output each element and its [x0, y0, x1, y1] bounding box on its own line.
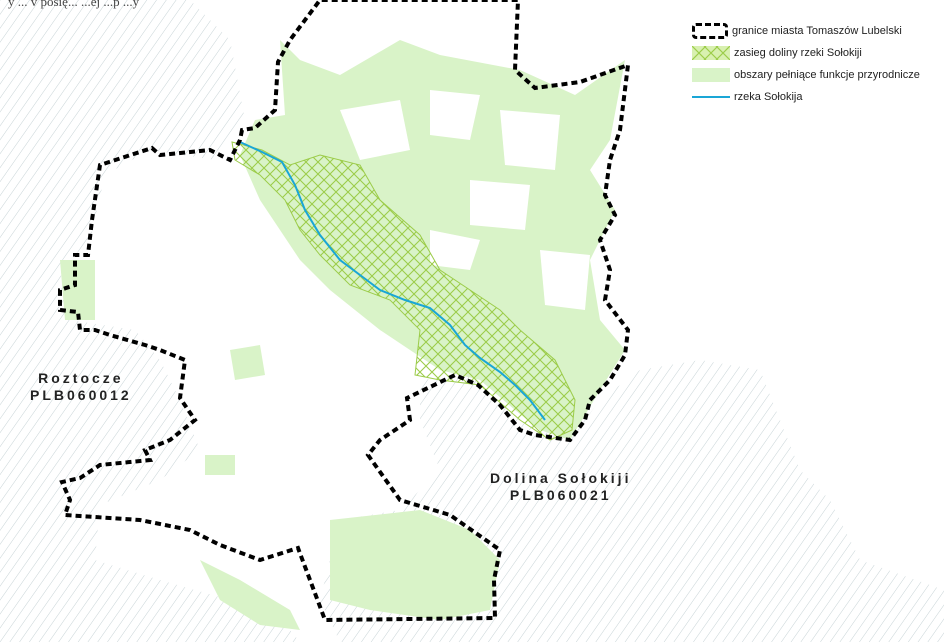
top-caption: y ... v posię... ...ej ...p ...y [8, 0, 140, 9]
solokija-label: Dolina Sołokiji PLB060021 [490, 470, 631, 504]
white-patches [340, 90, 590, 310]
legend-border-label: granice miasta Tomaszów Lubelski [732, 25, 902, 37]
legend-valley-label: zasieg doliny rzeki Sołokiji [734, 47, 862, 59]
solokija-name: Dolina Sołokiji [490, 470, 632, 486]
crosshatch-icon [692, 46, 730, 60]
legend-row-river: rzeka Sołokija [692, 86, 942, 108]
legend-row-green: obszary pełniące funkcje przyrodnicze [692, 64, 942, 86]
roztocze-label: Roztocze PLB060012 [30, 370, 132, 404]
legend-row-border: granice miasta Tomaszów Lubelski [692, 20, 942, 42]
legend-river-label: rzeka Sołokija [734, 91, 803, 103]
legend-row-valley: zasieg doliny rzeki Sołokiji [692, 42, 942, 64]
river-line [239, 141, 546, 421]
solokija-code: PLB060021 [509, 487, 612, 503]
roztocze-area [0, 0, 300, 642]
dashed-border-icon [692, 23, 728, 39]
map-legend: granice miasta Tomaszów Lubelski zasieg … [692, 20, 942, 108]
roztocze-code: PLB060012 [30, 387, 132, 403]
river-line-icon [692, 90, 730, 104]
legend-green-label: obszary pełniące funkcje przyrodnicze [734, 69, 920, 81]
roztocze-name: Roztocze [38, 370, 124, 386]
green-swatch-icon [692, 68, 730, 82]
